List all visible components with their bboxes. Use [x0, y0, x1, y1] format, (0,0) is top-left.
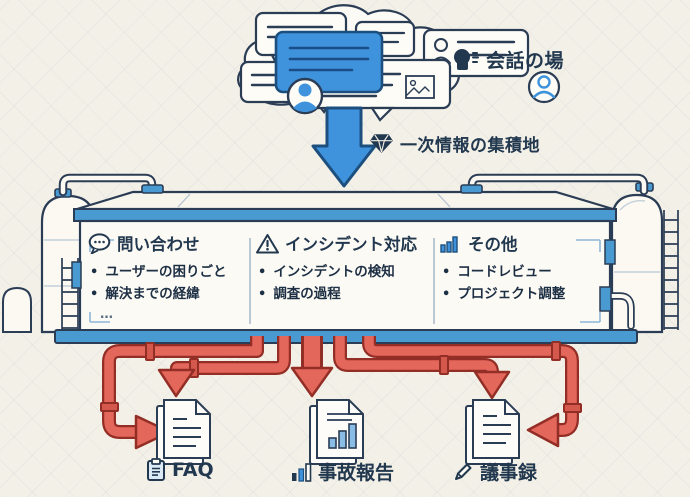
section-item: プロジェクト調整	[442, 284, 608, 306]
arrow-to-minutes-left	[526, 412, 560, 448]
warning-triangle-icon	[256, 233, 279, 254]
output-label-faq: FAQ	[146, 458, 214, 481]
inflow-label-text: 一次情報の集積地	[400, 136, 540, 156]
section-item: インシデントの検知	[258, 262, 432, 284]
output-label-text: 議事録	[480, 462, 538, 484]
section-items: インシデントの検知 調査の過程	[258, 262, 432, 306]
pencil-icon	[453, 461, 474, 482]
clipboard-icon	[146, 458, 166, 481]
arrow-to-faq-down	[157, 368, 196, 398]
inlet-pipe-left	[58, 173, 157, 197]
section-dividers	[249, 238, 435, 324]
section-items: コードレビュー プロジェクト調整	[442, 262, 608, 306]
tank-roof	[76, 190, 614, 211]
user-avatar-icon	[286, 77, 324, 115]
section-title: 問い合わせ	[117, 235, 200, 254]
section-item: 解決までの経緯	[90, 284, 246, 306]
tank-rim	[73, 208, 617, 222]
gem-icon	[370, 133, 393, 154]
right-tank	[610, 193, 664, 334]
conversation-label: 会話の場	[452, 46, 564, 73]
section-item: コードレビュー	[442, 262, 608, 284]
output-label-report: 事故報告	[291, 458, 394, 485]
flow-down-arrow	[311, 106, 377, 188]
speaking-head-icon	[452, 46, 479, 73]
output-label-minutes: 議事録	[453, 458, 537, 485]
conversation-label-text: 会話の場	[486, 50, 565, 72]
minutes-document-icon	[465, 399, 520, 465]
speech-bubble-icon	[88, 232, 111, 254]
section-item: 調査の過程	[258, 284, 432, 306]
arrow-to-minutes-down	[473, 370, 511, 400]
bar-chart-icon	[291, 462, 312, 482]
inflow-label: 一次情報の集積地	[370, 131, 540, 156]
report-document-icon	[309, 399, 364, 465]
section-item: ユーザーの困りごと	[90, 262, 246, 284]
ladder	[663, 210, 679, 330]
output-documents	[156, 399, 520, 465]
arrow-to-faq-right	[134, 414, 172, 450]
inlet-pipe-right	[467, 173, 649, 197]
arrow-to-report-down	[290, 366, 334, 398]
user-avatar-icon	[527, 70, 561, 104]
tank-section-inquiries: 問い合わせ ユーザーの困りごと 解決までの経緯 …	[88, 231, 246, 322]
output-label-text: FAQ	[172, 458, 214, 481]
faq-document-icon	[156, 399, 211, 465]
section-title: その他	[468, 235, 518, 254]
tank-section-other: その他 コードレビュー プロジェクト調整	[440, 231, 608, 306]
tank-section-incidents: インシデント対応 インシデントの検知 調査の過程	[256, 231, 432, 306]
small-silo	[2, 286, 32, 333]
outflow-pipes	[100, 336, 582, 450]
section-title: インシデント対応	[285, 235, 417, 254]
section-more-dots: …	[100, 306, 115, 322]
corner-marks	[89, 239, 601, 323]
conversation-cloud	[237, 4, 561, 122]
bar-chart-icon	[440, 234, 462, 253]
section-items: ユーザーの困りごと 解決までの経緯	[90, 262, 246, 306]
output-label-text: 事故報告	[318, 462, 395, 484]
